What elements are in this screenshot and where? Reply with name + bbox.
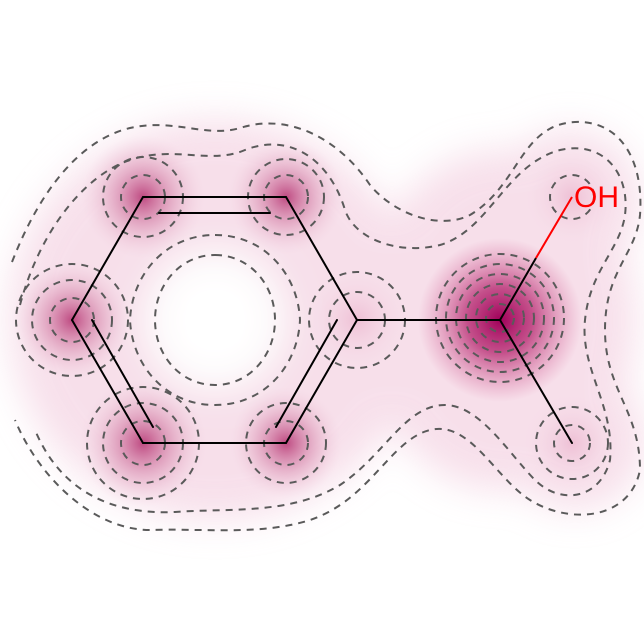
bond-ring-lower-right-inner xyxy=(275,319,338,428)
bonds xyxy=(71,196,573,444)
atom-label-oh: OH xyxy=(574,181,619,214)
bond-ring-upper-right xyxy=(285,196,358,321)
bond-ring-lower-right xyxy=(285,319,358,444)
bond-ring-upper-left xyxy=(71,196,144,321)
bond-c7-o-red xyxy=(535,196,573,259)
bond-ring-lower-left xyxy=(71,319,144,444)
bond-ring-lower-left-inner xyxy=(91,319,154,428)
bond-c7-methyl xyxy=(499,319,573,444)
bond-c7-o xyxy=(499,257,537,321)
